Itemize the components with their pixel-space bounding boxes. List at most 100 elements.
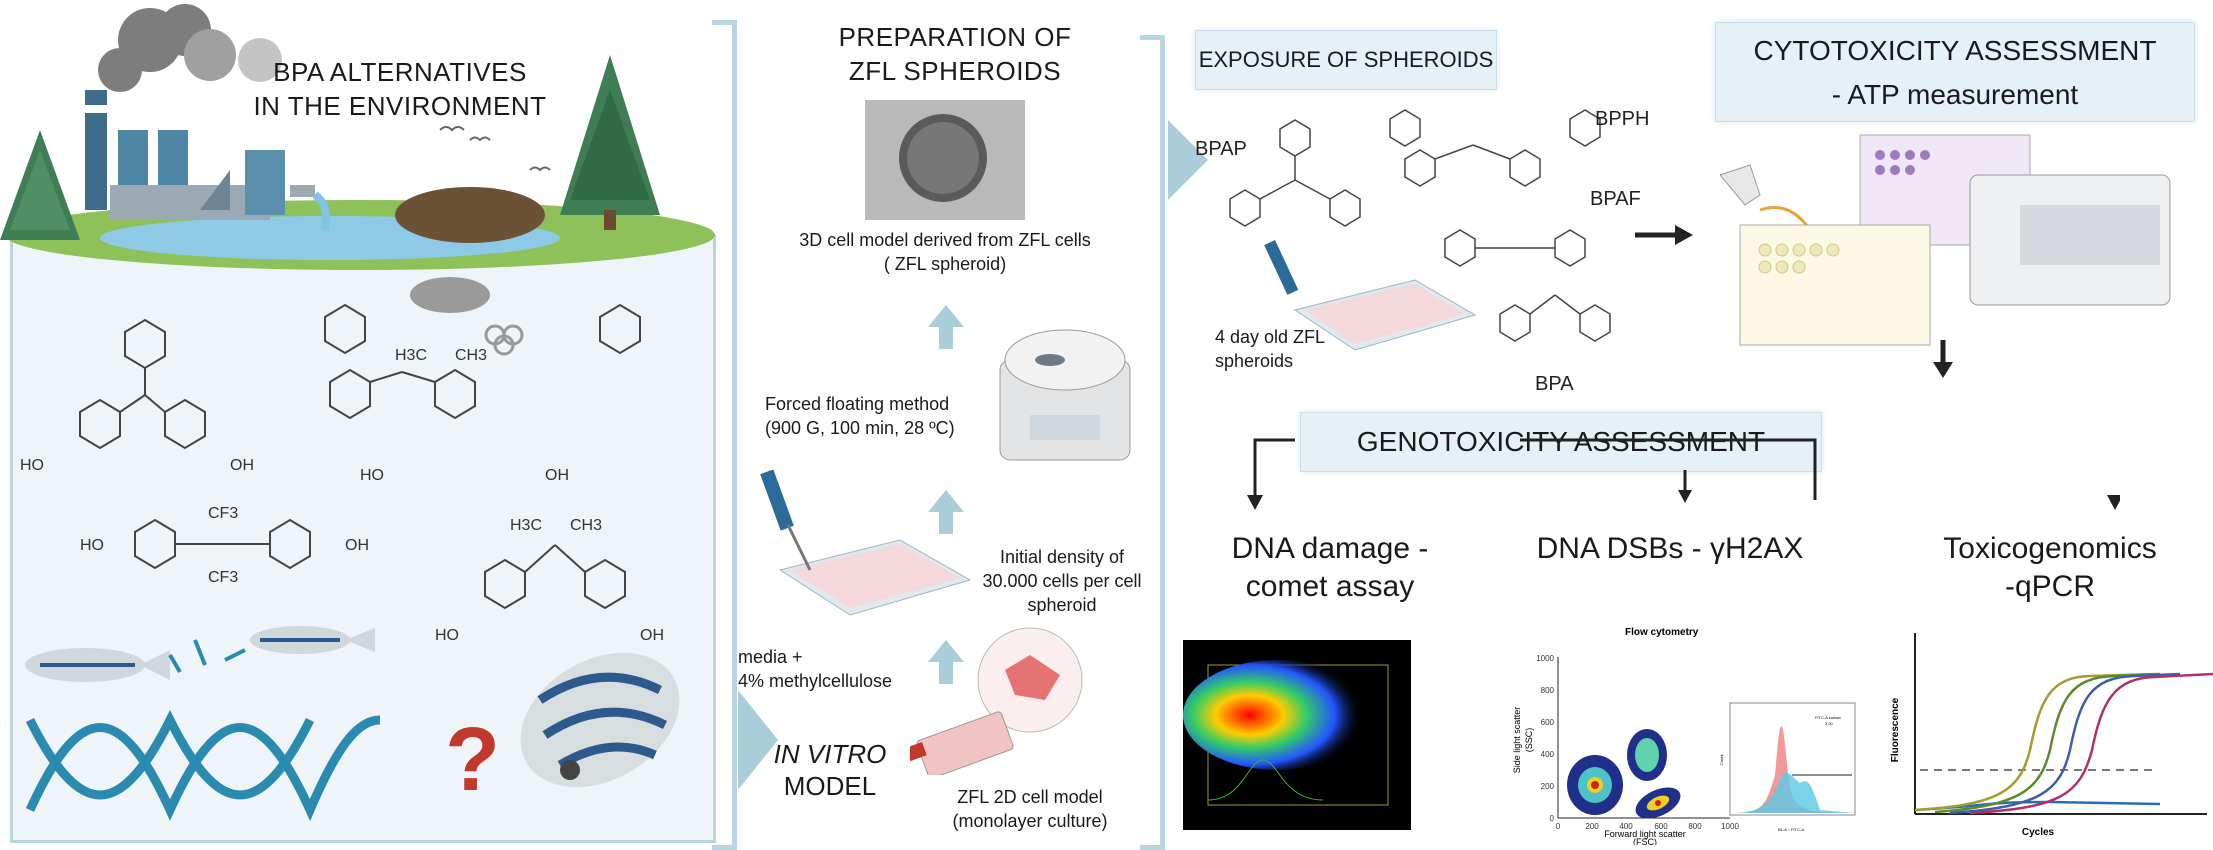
preparation-title: PREPARATION OF ZFL SPHEROIDS [805, 20, 1105, 88]
label-cf3: CF3 [208, 505, 238, 522]
svg-text:1000: 1000 [1721, 822, 1739, 831]
environment-title: BPA ALTERNATIVES IN THE ENVIRONMENT [250, 55, 550, 123]
comet-line1: DNA damage - [1231, 532, 1429, 565]
up-arrow-icon [928, 305, 964, 349]
svg-text:800: 800 [1688, 822, 1702, 831]
svg-text:600: 600 [1654, 822, 1668, 831]
density-line3: spheroid [1027, 595, 1097, 615]
histogram-blue [1730, 772, 1855, 813]
in-vitro-label: IN VITRO MODEL [770, 738, 890, 802]
tube-icon [1720, 164, 1761, 206]
compound-bpaf: BPAF [1590, 188, 1641, 210]
plastic-waste-icon [410, 277, 524, 356]
flow-title: Flow cytometry [1625, 627, 1699, 638]
svg-text:0: 0 [1550, 814, 1555, 823]
qpcr-plot: Fluorescence Cycles [1890, 633, 2213, 838]
svg-text:200: 200 [1541, 782, 1555, 791]
in-vitro-line2: MODEL [783, 771, 877, 801]
comet-assay-image [1183, 640, 1411, 830]
label-ho: HO [20, 457, 44, 474]
atp-measurement-illustration [1720, 134, 2171, 346]
exposure-title-box: EXPOSURE OF SPHEROIDS [1195, 30, 1497, 90]
genotoxicity-arrows [1247, 438, 2120, 510]
flow-arrow-icon [1168, 120, 1208, 200]
garbage-pile-icon [395, 187, 545, 243]
hist-ylabel: Count [1719, 753, 1724, 765]
forced-line1: Forced floating method [765, 394, 950, 414]
flow-cytometry-plot: Flow cytometry 0 200 400 600 800 1000 0 200 400… [1512, 627, 1856, 845]
environment-title-line1: BPA ALTERNATIVES [273, 57, 527, 87]
dsb-title: DNA DSBs - γH2AX [1536, 532, 1804, 565]
svg-text:0: 0 [1556, 822, 1561, 831]
zebrafish-icon [25, 626, 680, 788]
preparation-title-line1: PREPARATION OF [838, 22, 1072, 52]
label-h3c: H3C [510, 517, 542, 534]
flow-x-ticks: 0 200 400 600 800 1000 [1556, 822, 1740, 831]
comet-line2: comet assay [1245, 570, 1415, 603]
flow-populations [1567, 729, 1681, 819]
qpcr-ylabel: Fluorescence [1890, 697, 1901, 762]
spheroid-caption-line2: ( ZFL spheroid) [883, 254, 1007, 274]
dna-break-icon [168, 639, 246, 674]
label-ho: HO [360, 467, 384, 484]
flow-ylabel-line1: Side light scatter [1512, 707, 1522, 774]
compound-bpph: BPPH [1595, 108, 1649, 130]
forced-line2: (900 G, 100 min, 28 ºC) [765, 418, 955, 438]
flow-ylabel-line2: (SSC) [1524, 728, 1534, 753]
exposure-structures: BPAP BPPH BPAF BPA [1195, 108, 1649, 395]
density-line2: 30.000 cells per cell [982, 571, 1142, 591]
cytotoxicity-title-line1: CYTOTOXICITY ASSESSMENT [1753, 35, 2157, 66]
environment-illustration: HO OH HO OH H3C CH3 HO OH CF3 CF3 H3C CH… [0, 4, 715, 822]
comet-title: DNA damage - comet assay [1190, 530, 1470, 606]
spheroids-line2: spheroids [1215, 351, 1294, 371]
cytotoxicity-title-line2: - ATP measurement [1831, 79, 2079, 110]
hist-gate-line1: FITC-A subset [1815, 715, 1841, 720]
spheroid-caption-line1: 3D cell model derived from ZFL cells [799, 230, 1091, 250]
svg-text:400: 400 [1619, 822, 1633, 831]
qpcr-curve-3 [1949, 672, 2181, 815]
hist-gate-line2: 3.00 [1825, 721, 1834, 726]
pipe-icon [290, 185, 315, 197]
compound-bpa: BPA [1535, 373, 1574, 395]
factory-icon [85, 90, 285, 220]
birds-icon [439, 126, 551, 172]
media-line2: 4% methylcellulose [738, 671, 893, 691]
tox-line2: -qPCR [2004, 570, 2095, 603]
qpcr-curve-1 [1914, 672, 2156, 812]
spheroids-caption: 4 day old ZFL spheroids [1215, 325, 1345, 373]
toxicogenomics-title: Toxicogenomics -qPCR [1900, 530, 2200, 606]
label-oh: OH [640, 627, 664, 644]
svg-text:400: 400 [1541, 750, 1555, 759]
qpcr-curve-2 [1934, 672, 2161, 814]
question-mark: ? [445, 710, 500, 810]
spheroid-caption: 3D cell model derived from ZFL cells ( Z… [770, 228, 1120, 276]
flow-xlabel-line1: Forward light scatter [1604, 829, 1686, 839]
bracket-environment [712, 20, 737, 850]
environment-panel: HO OH HO OH H3C CH3 HO OH CF3 CF3 H3C CH… [0, 0, 716, 846]
label-ch3: CH3 [570, 517, 602, 534]
model-2d-caption: ZFL 2D cell model (monolayer culture) [915, 785, 1145, 833]
qpcr-curve-4 [1969, 672, 2213, 815]
qpcr-xlabel: Cycles [2022, 827, 2055, 838]
svg-text:200: 200 [1585, 822, 1599, 831]
centrifuge-icon [999, 329, 1131, 461]
comet-signal [1183, 660, 1373, 770]
arrow-down-icon [1933, 340, 1953, 378]
pipette-plate-icon [760, 470, 972, 616]
up-arrow-icon [928, 490, 964, 534]
cell-flask-icon [910, 627, 1083, 775]
spheroid-micrograph [865, 100, 1025, 220]
compound-bpap: BPAP [1195, 138, 1247, 160]
spheroids-line1: 4 day old ZFL [1215, 327, 1326, 347]
label-oh: OH [545, 467, 569, 484]
tox-line1: Toxicogenomics [1943, 532, 2157, 565]
genotoxicity-title-box: GENOTOXICITY ASSESSMENT [1300, 412, 1822, 472]
flow-arrow-icon [738, 690, 778, 790]
chemical-structures [79, 303, 641, 610]
density-line1: Initial density of [999, 547, 1125, 567]
preparation-title-line2: ZFL SPHEROIDS [848, 56, 1062, 86]
outflow-icon [312, 191, 331, 231]
svg-text:800: 800 [1541, 686, 1555, 695]
label-ch3: CH3 [455, 347, 487, 364]
exposure-title: EXPOSURE OF SPHEROIDS [1198, 47, 1494, 72]
